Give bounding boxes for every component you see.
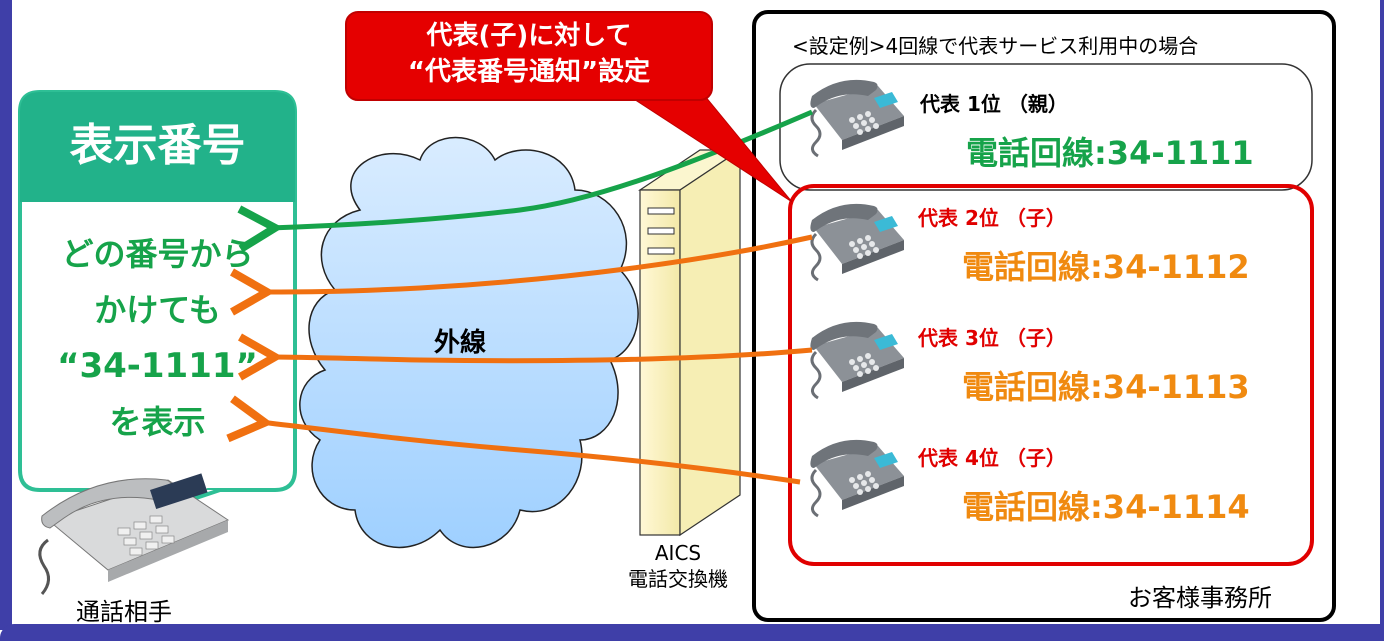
caller-label: 通話相手 bbox=[76, 598, 172, 626]
line-4-rank: 代表 4位 （子） bbox=[918, 446, 1066, 470]
frame-right-border bbox=[1380, 0, 1384, 641]
display-line-1: どの番号から bbox=[61, 235, 254, 273]
arrow-line-4 bbox=[260, 422, 801, 485]
line-1-rank: 代表 1位 （親） bbox=[920, 92, 1068, 116]
callout-line-2: “代表番号通知”設定 bbox=[407, 57, 651, 87]
line-2-number: 電話回線:34-1112 bbox=[962, 248, 1250, 286]
outside-line-cloud bbox=[299, 136, 639, 549]
line-4-number: 電話回線:34-1114 bbox=[962, 488, 1250, 526]
office-name: お客様事務所 bbox=[1128, 584, 1272, 612]
child-lines-box bbox=[788, 184, 1314, 566]
setting-callout bbox=[345, 11, 793, 203]
frame-bottom-border bbox=[0, 624, 1384, 641]
line-3-number: 電話回線:34-1113 bbox=[962, 368, 1250, 406]
display-header-bg bbox=[20, 92, 295, 202]
office-phone-3 bbox=[808, 320, 906, 400]
exchange-line-2: 電話交換機 bbox=[628, 567, 728, 591]
line-1-number: 電話回線:34-1111 bbox=[966, 134, 1254, 172]
arrow-line-2 bbox=[262, 234, 813, 292]
callout-line-1: 代表(子)に対して bbox=[426, 21, 632, 51]
exchange-line-1: AICS bbox=[654, 541, 702, 565]
display-line-3: “34-1111” bbox=[57, 346, 258, 386]
exchange-tower bbox=[638, 148, 742, 537]
display-message: どの番号から かけても “34-1111” を表示 bbox=[20, 226, 295, 450]
exchange-label: AICS 電話交換機 bbox=[608, 540, 748, 592]
line-3-rank: 代表 3位 （子） bbox=[918, 326, 1066, 350]
office-phone-4 bbox=[808, 438, 906, 518]
display-line-2: かけても bbox=[94, 291, 221, 329]
frame-left-border bbox=[0, 0, 12, 630]
cloud-label: 外線 bbox=[434, 328, 487, 358]
office-phone-2 bbox=[808, 202, 906, 282]
arrow-line-3 bbox=[270, 350, 813, 361]
caller-phone bbox=[38, 473, 230, 595]
callout-text: 代表(子)に対して “代表番号通知”設定 bbox=[346, 18, 712, 90]
office-title: <設定例>4回線で代表サービス利用中の場合 bbox=[792, 34, 1199, 58]
line-2-rank: 代表 2位 （子） bbox=[918, 206, 1066, 230]
display-header: 表示番号 bbox=[69, 120, 246, 171]
display-line-4: を表示 bbox=[109, 403, 206, 441]
office-box bbox=[752, 10, 1336, 622]
